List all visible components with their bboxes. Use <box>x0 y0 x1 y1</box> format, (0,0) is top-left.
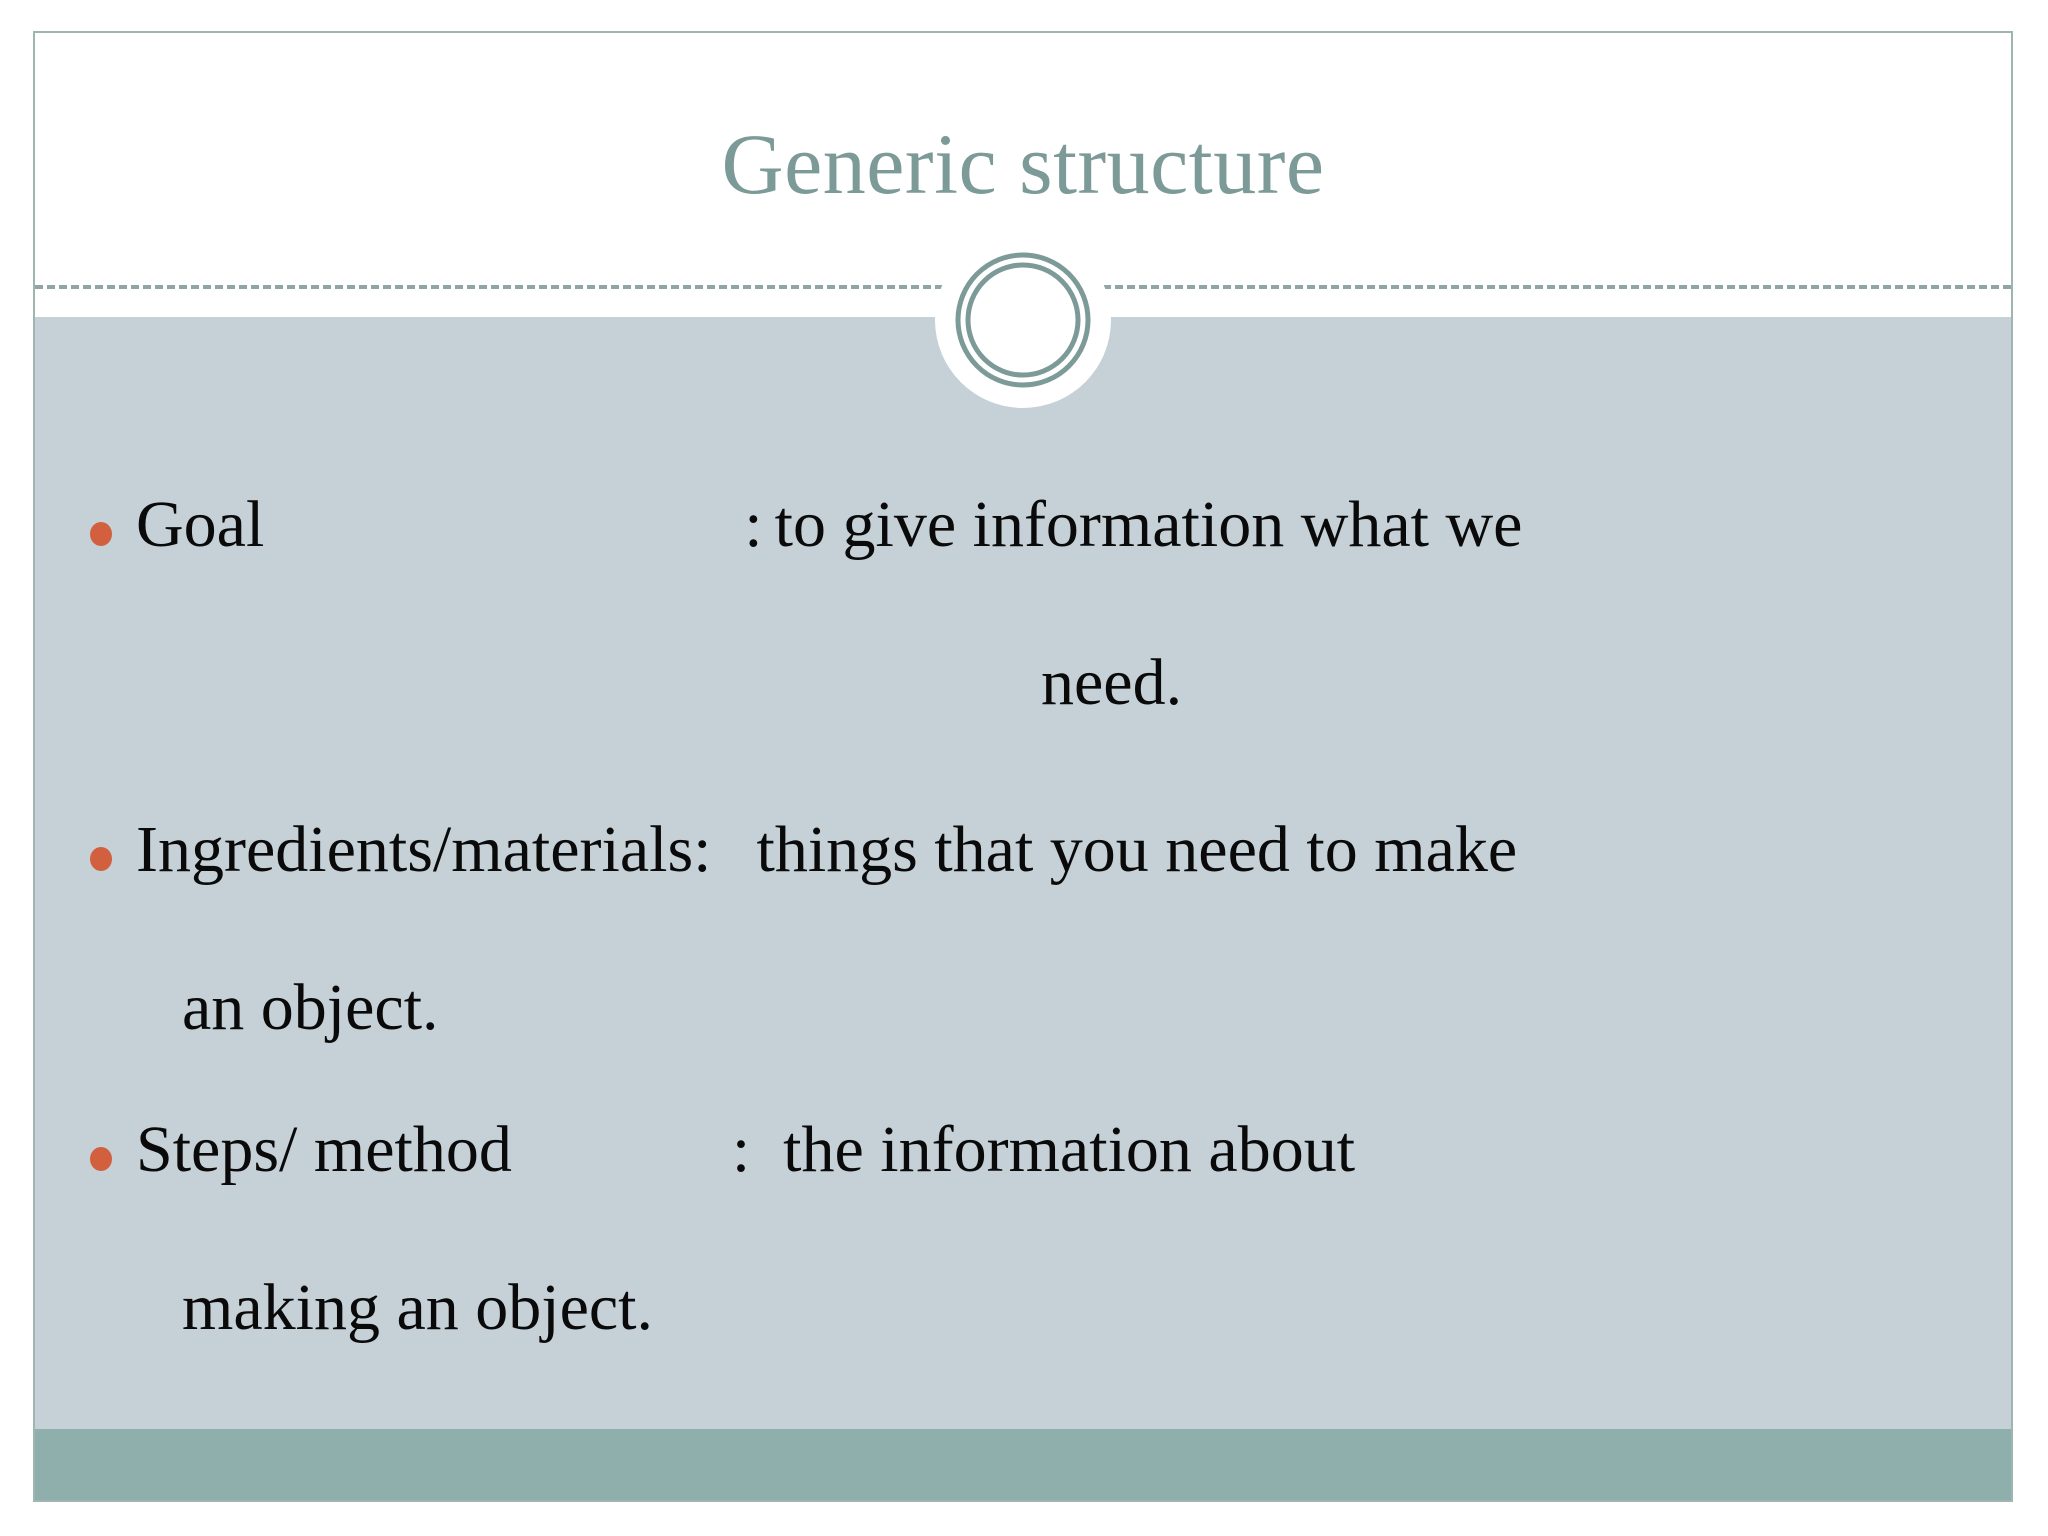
bullet-dot-icon <box>90 522 112 546</box>
body-panel <box>35 317 2011 1430</box>
bullet-list: Goal:to give information what we need. I… <box>35 317 2011 1430</box>
bullet-description: to give information what we <box>774 488 1523 561</box>
bullet-description: things that you need to make <box>756 813 1518 886</box>
list-item: Ingredients/materials: things that you n… <box>90 817 1990 1041</box>
bullet-dot-icon <box>90 847 112 871</box>
list-item-text: Ingredients/materials: things that you n… <box>136 817 1990 1041</box>
double-ring-circle-icon <box>933 230 1113 410</box>
bullet-separator: : <box>744 488 763 561</box>
list-item-text: Goal:to give information what we need. <box>136 492 1990 716</box>
bullet-label: Goal <box>136 488 265 561</box>
slide: Generic structure Goal:to give informati… <box>33 31 2013 1502</box>
list-item: Goal:to give information what we need. <box>90 492 1990 716</box>
bullet-label: Steps/ method <box>136 1113 512 1186</box>
footer-band <box>35 1429 2011 1500</box>
bullet-continuation: an object. <box>182 971 439 1044</box>
page-title: Generic structure <box>721 116 1325 212</box>
bullet-dot-icon <box>90 1147 112 1171</box>
bullet-label: Ingredients/materials: <box>136 813 712 886</box>
bullet-continuation: making an object. <box>182 1271 654 1344</box>
bullet-separator: : <box>731 1113 751 1186</box>
list-item-text: Steps/ method: the information about mak… <box>136 1117 1990 1341</box>
bullet-continuation: need. <box>1041 646 1183 719</box>
list-item: Steps/ method: the information about mak… <box>90 1117 1990 1341</box>
bullet-description: the information about <box>783 1113 1356 1186</box>
